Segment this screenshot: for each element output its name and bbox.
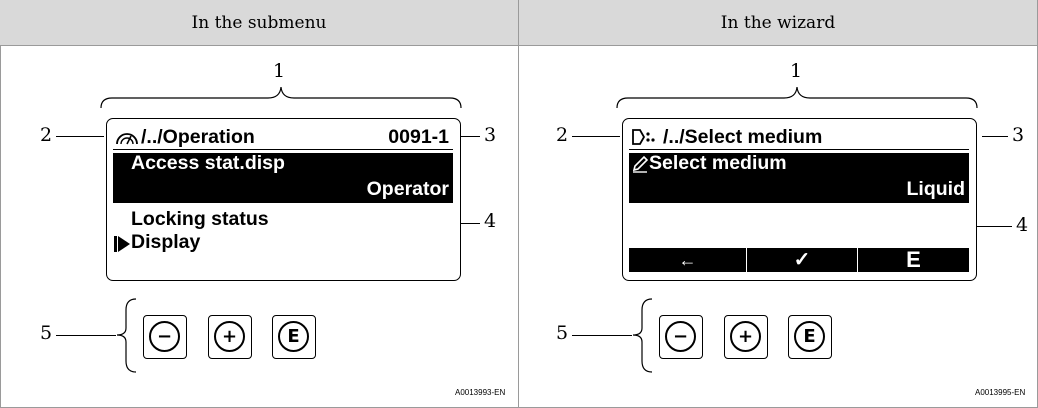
callout-5: 5 [40,322,53,344]
callout-4: 4 [484,210,497,232]
callout-4: 4 [1016,214,1029,236]
nav-path: /../Select medium [663,126,823,148]
softkey-back[interactable]: ← [629,248,746,272]
minus-icon: − [149,321,180,352]
menu-row-label: Locking status [131,208,269,230]
cursor-triangle-icon [114,234,130,258]
esc-label: E [906,247,921,272]
checkmark-icon: ✓ [793,249,811,271]
softkey-ok[interactable]: ✓ [747,248,857,272]
param-name: Access stat.disp [131,152,285,174]
param-value: Operator [366,178,449,200]
display-lcd: /../Operation 0091-1 Access stat.disp Op… [113,123,453,272]
brace-top [100,86,462,109]
menu-row-display[interactable]: Display [113,230,453,254]
leader-3 [982,136,1008,137]
menu-row-locking[interactable]: Locking status [113,207,453,231]
callout-3: 3 [484,124,497,146]
minus-key[interactable]: − [659,315,703,359]
display-module-icon [115,128,139,152]
leader-3 [456,136,480,137]
enter-icon: E [794,321,825,352]
leader-5 [572,335,632,336]
header-row: /../Select medium [629,125,969,150]
selected-param-row[interactable]: Select medium Liquid [629,152,969,203]
param-name: Select medium [649,152,787,174]
header-row: /../Operation 0091-1 [113,125,453,150]
softkey-esc[interactable]: E [858,248,969,272]
wizard-icon [631,128,657,152]
callout-1: 1 [790,60,803,82]
enter-icon: E [278,321,309,352]
menu-row-label: Display [131,231,201,253]
image-code: A0013995-EN [975,388,1026,397]
leader-4 [974,226,1012,227]
plus-key[interactable]: + [208,315,252,359]
leader-5 [56,335,116,336]
plus-icon: + [730,321,761,352]
callout-2: 2 [556,124,569,146]
callout-1: 1 [273,60,286,82]
plus-icon: + [214,321,245,352]
display-lcd: /../Select medium Select medium Liquid ←… [629,123,969,272]
image-code: A0013993-EN [455,388,506,397]
display-screen: /../Operation 0091-1 Access stat.disp Op… [106,118,461,281]
column-divider [518,0,519,408]
param-value: Liquid [906,178,965,200]
header-wizard: In the wizard [519,0,1037,46]
callout-5: 5 [556,322,569,344]
minus-key[interactable]: − [143,315,187,359]
callout-3: 3 [1012,124,1025,146]
plus-key[interactable]: + [724,315,768,359]
arrow-left-icon: ← [678,250,697,270]
display-screen: /../Select medium Select medium Liquid ←… [622,118,977,281]
callout-2: 2 [40,124,53,146]
minus-icon: − [665,321,696,352]
edit-pencil-icon [631,155,649,179]
header-submenu: In the submenu [0,0,518,46]
enter-key[interactable]: E [272,315,316,359]
nav-path: /../Operation [141,126,255,148]
brace-keys [116,298,137,373]
direct-access-code: 0091-1 [388,126,449,148]
brace-top [616,86,978,109]
brace-keys [632,298,653,373]
selected-param-row[interactable]: Access stat.disp Operator [113,152,453,203]
leader-2 [56,136,104,137]
enter-key[interactable]: E [788,315,832,359]
leader-2 [572,136,620,137]
